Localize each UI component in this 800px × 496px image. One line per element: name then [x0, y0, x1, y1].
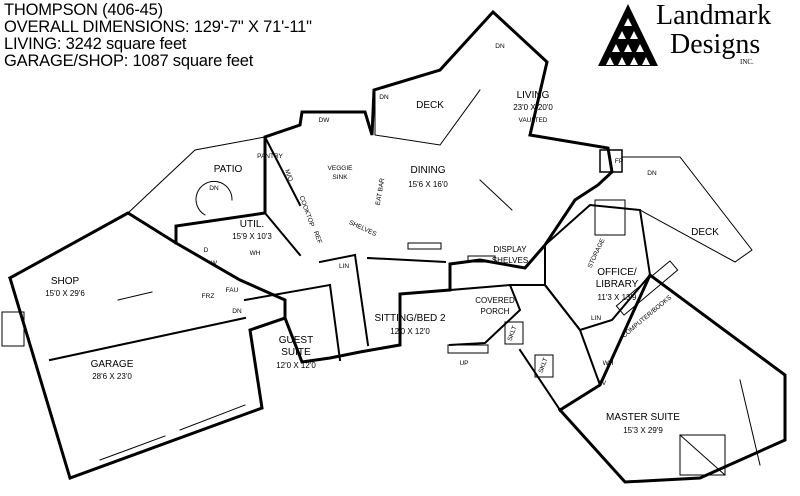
deck-top-outline — [374, 89, 481, 146]
label-mw: M/O — [283, 169, 294, 183]
bath-wall — [318, 253, 357, 264]
label-dn-deck-right: DN — [647, 170, 657, 177]
master-bath-diagonal — [679, 434, 726, 476]
label-dn-garage: DN — [232, 308, 242, 315]
garage-door-1 — [99, 435, 166, 461]
room-garage-dim: 28'6 X 23'0 — [92, 372, 132, 381]
label-dn-patio: DN — [209, 185, 219, 192]
room-garage-name: GARAGE — [91, 359, 134, 370]
master-bath-shower — [679, 434, 726, 476]
shop-door-line — [117, 291, 153, 301]
room-master-name: MASTER SUITE — [606, 412, 680, 423]
label-skylight-1: SKLT — [507, 325, 519, 342]
label-pantry: PANTRY — [257, 153, 283, 160]
room-guest-name2: SUITE — [281, 347, 311, 358]
room-living-name: LIVING — [517, 90, 550, 101]
room-util-name: UTIL. — [240, 219, 264, 230]
lin-wall — [353, 253, 370, 347]
display-shelves-name1: DISPLAY — [493, 245, 527, 254]
room-master-dim: 15'3 X 29'9 — [623, 426, 663, 435]
corridor-outline — [509, 284, 602, 412]
computer-books-shelf — [615, 260, 679, 316]
logo-suffix: INC. — [740, 58, 754, 66]
shop-side-bump — [1, 311, 25, 347]
master-bath-wall — [739, 379, 761, 466]
label-veggie: VEGGIE — [328, 165, 354, 172]
main-exterior-wall — [174, 9, 614, 364]
porch-outline — [448, 283, 522, 347]
display-shelves-name2: SHELVES — [492, 256, 528, 265]
label-up-porch: UP — [459, 360, 468, 367]
room-porch-name2: PORCH — [481, 307, 510, 316]
room-living-note: VAULTED — [518, 117, 547, 124]
logo-triangle-icon — [598, 4, 658, 66]
label-dw: DW — [319, 117, 331, 124]
garage-exterior-wall — [7, 211, 287, 480]
label-wh-util: WH — [250, 250, 261, 257]
room-util-dim: 15'9 X 10'3 — [232, 232, 272, 241]
plan-title: THOMPSON (406-45) — [4, 1, 163, 19]
skylight-1 — [504, 321, 524, 345]
label-dn-living: DN — [495, 43, 505, 50]
label-cooktop: COOKTOP — [298, 195, 316, 228]
logo-word-designs: Designs — [670, 29, 761, 60]
room-porch-name1: COVERED — [475, 296, 515, 305]
fireplace — [599, 149, 623, 173]
room-living-dim: 23'0 X 20'0 — [513, 103, 553, 112]
room-dining-dim: 15'6 X 16'0 — [408, 180, 448, 189]
guest-east-wall — [328, 283, 342, 362]
patio-stair-arc — [195, 180, 233, 216]
garage-door-2 — [179, 404, 246, 431]
room-shop-name: SHOP — [51, 276, 80, 287]
label-shelves: SHELVES — [348, 219, 378, 238]
kitchen-wall — [263, 135, 302, 207]
label-fau: FAU — [226, 287, 239, 294]
room-office-dim: 11'3 X 13'9 — [598, 293, 637, 302]
garage-shop-area: GARAGE/SHOP: 1087 square feet — [4, 52, 254, 70]
room-office-name2: LIBRARY — [596, 279, 639, 290]
room-shop-dim: 15'0 X 29'6 — [45, 289, 85, 298]
guest-north-wall — [243, 283, 332, 302]
label-dryer: D — [204, 247, 209, 254]
room-sitting-dim: 12'0 X 12'0 — [390, 327, 430, 336]
room-deck-top-name: DECK — [416, 100, 444, 111]
room-dining-name: DINING — [411, 165, 446, 176]
label-storage: STORAGE — [587, 237, 607, 269]
label-sink: SINK — [332, 174, 348, 181]
util-east-wall — [263, 211, 302, 257]
room-guest-dim: 12'0 X 12'0 — [276, 361, 316, 370]
room-sitting-name: SITTING/BED 2 — [374, 313, 446, 324]
deck-right-outline — [621, 156, 753, 263]
master-outline — [557, 272, 787, 484]
label-wh-master: WH — [603, 360, 614, 367]
shop-garage-divider — [48, 316, 247, 362]
sitting-north-wall — [366, 256, 447, 264]
dining-divider — [479, 179, 513, 211]
label-dn-deck: DN — [379, 94, 389, 101]
label-washer: W — [211, 260, 218, 267]
logo-word-landmark: Landmark — [656, 0, 772, 31]
living-area: LIVING: 3242 square feet — [4, 35, 187, 53]
label-tv: TV — [598, 380, 607, 387]
entry-step — [447, 344, 489, 354]
sitting-window-2 — [467, 255, 496, 263]
label-skylight-2: SKLT — [538, 357, 550, 374]
sitting-window — [407, 242, 442, 250]
label-eat-bar: EAT BAR — [375, 177, 387, 205]
label-fp: FP — [615, 158, 623, 165]
overall-dimensions: OVERALL DIMENSIONS: 129'-7" X 71'-11" — [4, 18, 312, 36]
room-deck-right-name: DECK — [691, 227, 719, 238]
room-office-name1: OFFICE/ — [597, 267, 637, 278]
room-patio-name: PATIO — [214, 164, 243, 175]
label-lin-hall: LIN — [339, 263, 349, 270]
room-guest-name1: GUEST — [279, 335, 313, 346]
skylight-2 — [534, 354, 554, 378]
label-lin-office: LIN — [591, 315, 601, 322]
label-ref: REF — [312, 230, 323, 245]
label-frz: FRZ — [202, 293, 215, 300]
office-closet — [594, 199, 626, 236]
